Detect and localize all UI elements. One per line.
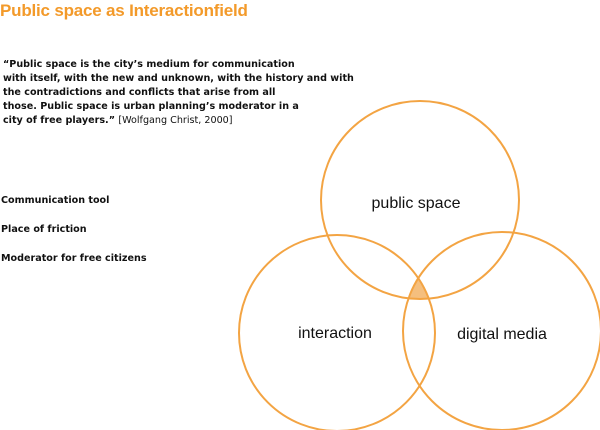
quote-line: with itself, with the new and unknown, w…: [3, 73, 354, 84]
key-point: Moderator for free citizens: [1, 253, 147, 264]
key-points-list: Communication tool Place of friction Mod…: [1, 194, 147, 281]
quote-line: the contradictions and conflicts that ar…: [3, 87, 276, 98]
quote-text-end: city of free players.”: [3, 115, 116, 126]
quote-block: “Public space is the city’s medium for c…: [3, 58, 354, 128]
quote-citation: [Wolfgang Christ, 2000]: [118, 115, 233, 126]
quote-line-last: city of free players.” [Wolfgang Christ,…: [3, 114, 348, 128]
key-point: Communication tool: [1, 195, 110, 206]
page-title: Public space as Interactionfield: [0, 1, 248, 20]
quote-line: “Public space is the city’s medium for c…: [3, 59, 295, 70]
venn-label-interaction: interaction: [298, 325, 372, 342]
venn-label-digital-media: digital media: [457, 326, 547, 343]
venn-circle-interaction: [238, 234, 436, 430]
key-point: Place of friction: [1, 224, 87, 235]
venn-label-public-space: public space: [372, 195, 461, 212]
quote-line: those. Public space is urban planning’s …: [3, 101, 299, 112]
venn-circle-digital-media: [402, 231, 600, 430]
venn-circle-public-space: [320, 100, 520, 300]
